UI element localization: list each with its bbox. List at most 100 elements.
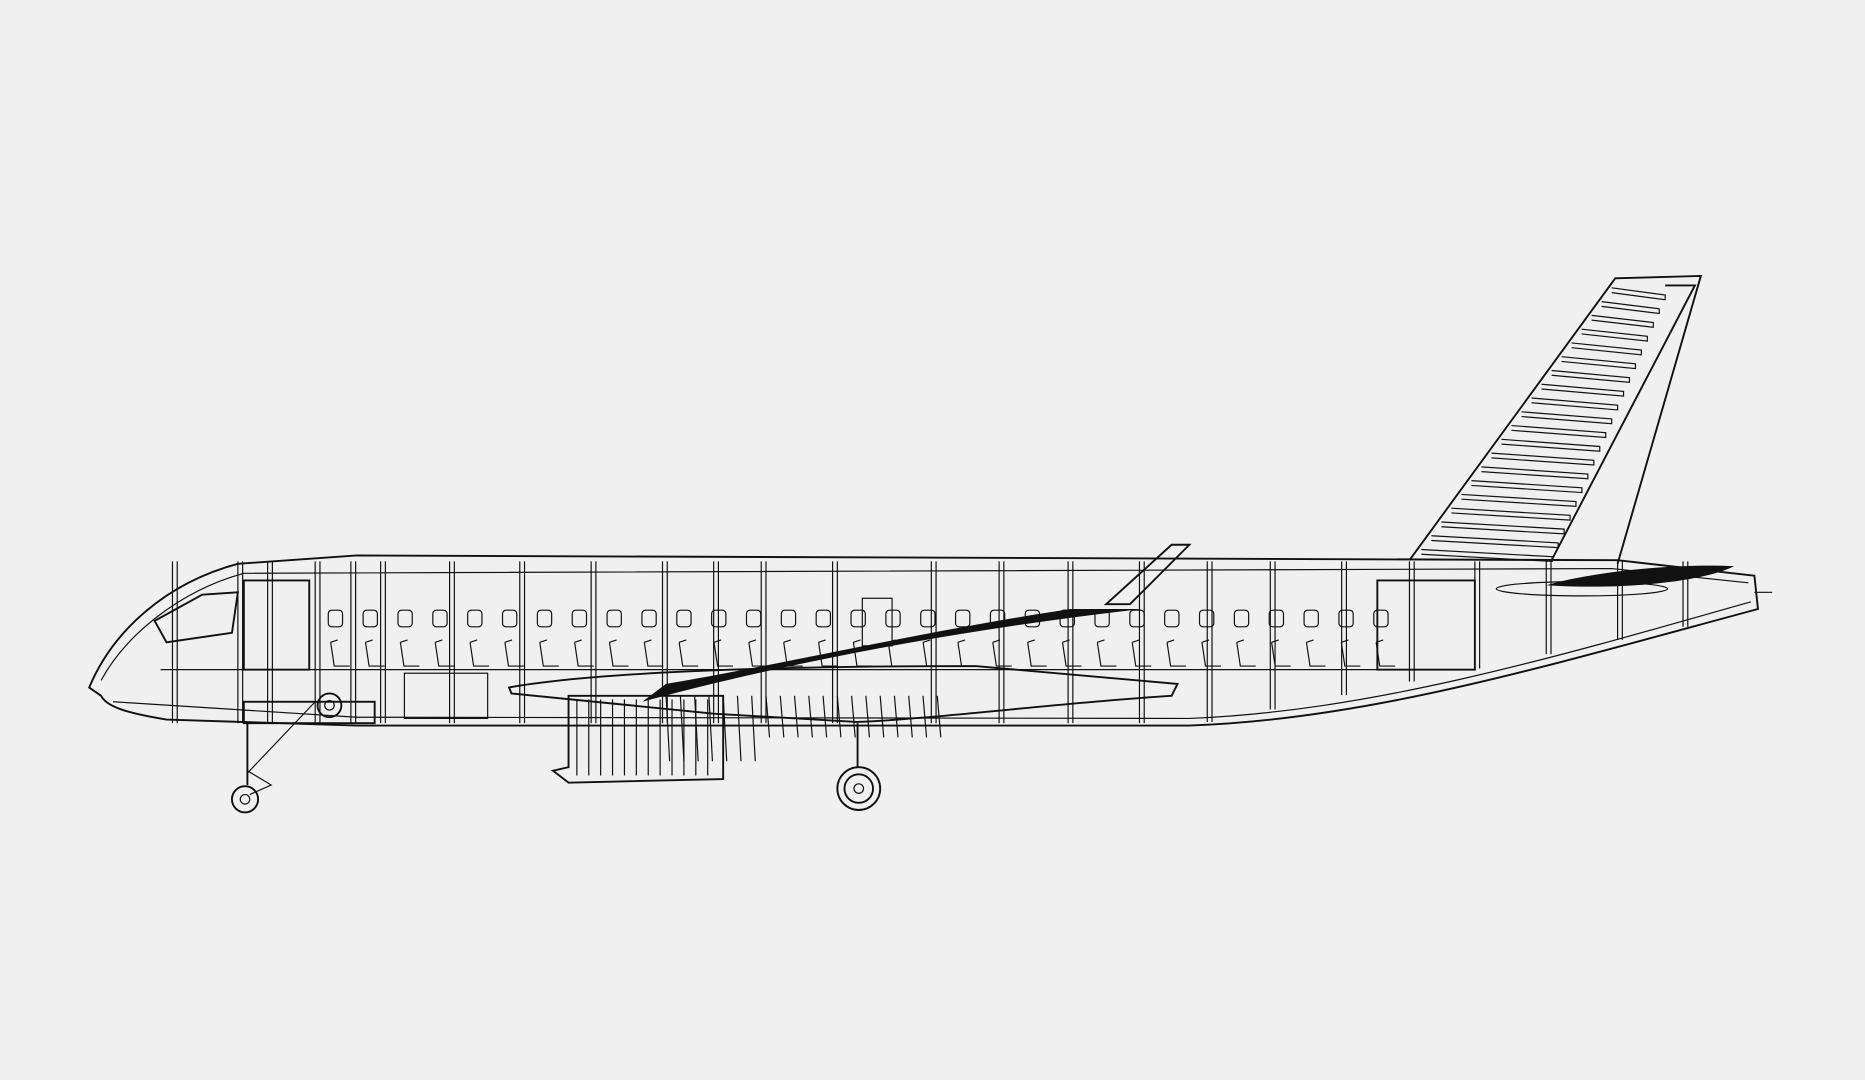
wing-rib <box>865 695 871 738</box>
window <box>1164 609 1180 628</box>
fin-rib <box>1541 383 1625 397</box>
nose-landing-gear <box>230 692 343 814</box>
wing-rib <box>779 695 785 738</box>
window <box>711 609 727 628</box>
wing-rib <box>751 695 756 762</box>
fuselage-frames <box>171 561 1689 724</box>
window <box>536 609 553 628</box>
doors <box>242 579 1476 725</box>
window <box>954 609 971 628</box>
fin-rib <box>1511 424 1607 439</box>
wing <box>507 543 1192 762</box>
horizontal-stabilizer <box>1495 565 1735 597</box>
fin-rib <box>1431 535 1559 549</box>
window <box>501 609 518 628</box>
wing-rib <box>808 695 813 738</box>
window <box>1129 609 1145 628</box>
window <box>327 609 344 628</box>
wing-rib <box>879 695 885 738</box>
vertical-stabilizer <box>1408 274 1703 565</box>
seat <box>1131 639 1152 667</box>
wing-rib <box>936 695 942 738</box>
window <box>1233 609 1250 628</box>
window <box>1198 609 1215 628</box>
wing-rib <box>851 695 856 738</box>
seat <box>643 639 664 667</box>
seat <box>817 639 838 667</box>
fin-rib <box>1591 314 1654 328</box>
wing-rib <box>908 695 913 738</box>
fin-rib <box>1571 342 1642 356</box>
seat <box>748 639 768 667</box>
fin-rib <box>1531 397 1619 411</box>
seat <box>922 639 943 667</box>
cockpit-window <box>153 591 239 644</box>
fin-rib <box>1421 548 1553 563</box>
seat <box>1061 639 1082 667</box>
window <box>432 609 448 628</box>
seat <box>608 639 629 667</box>
seat <box>504 639 524 667</box>
window <box>780 609 797 628</box>
window <box>920 609 936 628</box>
window <box>850 609 866 628</box>
wing-rib <box>708 695 714 762</box>
window <box>1303 609 1319 628</box>
seat <box>469 639 490 667</box>
wing-rib <box>736 695 742 762</box>
seat <box>1271 639 1291 667</box>
wing-rib <box>922 695 928 738</box>
fin-rib <box>1481 466 1589 480</box>
seat <box>434 639 455 667</box>
window <box>1338 609 1354 628</box>
seat <box>330 639 350 667</box>
wing-rib <box>665 695 671 762</box>
fin-rib <box>1611 287 1666 301</box>
seat <box>1236 639 1256 667</box>
window <box>815 609 832 628</box>
cabin-windows <box>327 609 1389 628</box>
main-landing-gear <box>836 723 882 811</box>
fin-rib <box>1561 356 1637 370</box>
fin-rib <box>1501 438 1601 452</box>
window <box>1268 609 1285 628</box>
wing-rib <box>793 695 799 738</box>
fin-rib <box>1491 452 1595 466</box>
seat <box>992 639 1012 667</box>
seat <box>574 639 594 667</box>
seat <box>1166 639 1187 667</box>
window <box>467 609 483 628</box>
seat <box>957 639 977 667</box>
fuselage <box>88 554 1773 727</box>
wing-rib <box>836 695 842 738</box>
fin-rib <box>1601 301 1660 315</box>
seat <box>1096 639 1117 667</box>
seat <box>713 639 734 667</box>
seat <box>399 639 420 667</box>
fin-rib <box>1551 369 1631 384</box>
fin-rib <box>1461 493 1577 507</box>
window <box>362 609 378 628</box>
seat <box>1201 639 1221 667</box>
window <box>606 609 622 628</box>
seat <box>1375 639 1396 667</box>
wing-rib <box>893 695 899 738</box>
fin-rib <box>1581 328 1648 342</box>
seat <box>364 639 385 667</box>
engine <box>550 694 725 784</box>
seat <box>1340 639 1361 667</box>
window <box>1373 609 1389 628</box>
seat <box>1027 639 1047 667</box>
fin-rib <box>1471 480 1583 494</box>
fin-rib <box>1521 411 1613 425</box>
wing-rib <box>765 695 771 738</box>
seat <box>539 639 559 667</box>
wing-rib <box>822 695 828 738</box>
seat <box>678 639 699 667</box>
window <box>397 609 413 628</box>
window <box>885 609 901 628</box>
window <box>676 609 692 628</box>
window <box>641 609 657 628</box>
window <box>745 609 762 628</box>
